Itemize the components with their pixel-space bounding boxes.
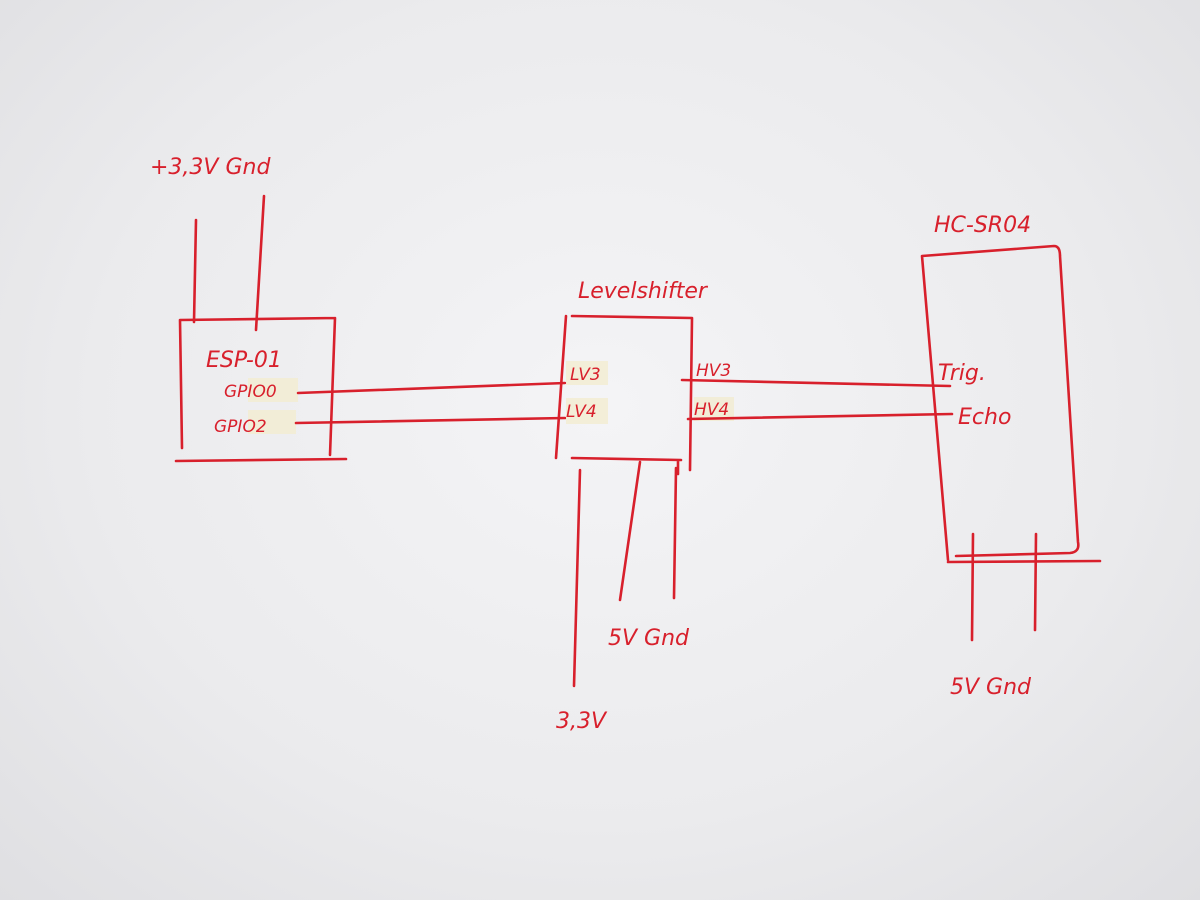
wire-hv4-to-echo [686, 412, 954, 421]
hcsr04-power-label: 5V Gnd [950, 675, 1032, 700]
hcsr04-5v-wire [970, 532, 975, 642]
wire-gpio0-to-lv3 [296, 381, 567, 395]
esp01-vcc-wire [192, 218, 198, 324]
tape-lv4 [566, 398, 608, 424]
levelshifter-5v-wire [618, 460, 642, 602]
esp01-gpio0-label: GPIO0 [224, 382, 277, 402]
levelshifter-lv-supply-wire [572, 468, 582, 688]
wire-gpio2-to-lv4 [294, 416, 567, 425]
levelshifter-lv4-label: LV4 [566, 402, 597, 422]
hcsr04-echo-label: Echo [958, 405, 1011, 430]
tape-gpio2 [248, 410, 296, 434]
hcsr04-box [920, 244, 1102, 564]
levelshifter-lv3-label: LV3 [570, 365, 601, 385]
esp01-power-label: +3,3V Gnd [150, 155, 271, 180]
wire-hv3-to-trig [680, 378, 952, 388]
levelshifter-hv4-label: HV4 [694, 400, 729, 420]
tape-lv3 [566, 361, 608, 385]
esp01-gpio2-label: GPIO2 [214, 417, 267, 437]
levelshifter-3v3-label: 3,3V [556, 709, 608, 734]
hcsr04-trig-label: Trig. [938, 361, 986, 386]
levelshifter-gnd-wire [672, 466, 678, 600]
tape-gpio0 [248, 378, 298, 402]
hcsr04-title: HC-SR04 [934, 213, 1031, 238]
levelshifter-title: Levelshifter [578, 279, 709, 304]
levelshifter-box [554, 314, 694, 476]
esp01-module: +3,3V Gnd ESP-01 GPIO0 GPIO2 [150, 155, 348, 463]
hcsr04-gnd-wire [1033, 532, 1038, 632]
hcsr04-module: HC-SR04 Trig. Echo 5V Gnd [920, 213, 1102, 700]
levelshifter-5v-gnd-label: 5V Gnd [608, 626, 690, 651]
levelshifter-hv3-label: HV3 [696, 361, 731, 381]
esp01-gnd-wire [254, 194, 266, 332]
levelshifter-module: Levelshifter LV3 LV4 HV3 HV4 5V Gnd 3,3V [554, 279, 734, 734]
esp01-title: ESP-01 [206, 348, 282, 373]
